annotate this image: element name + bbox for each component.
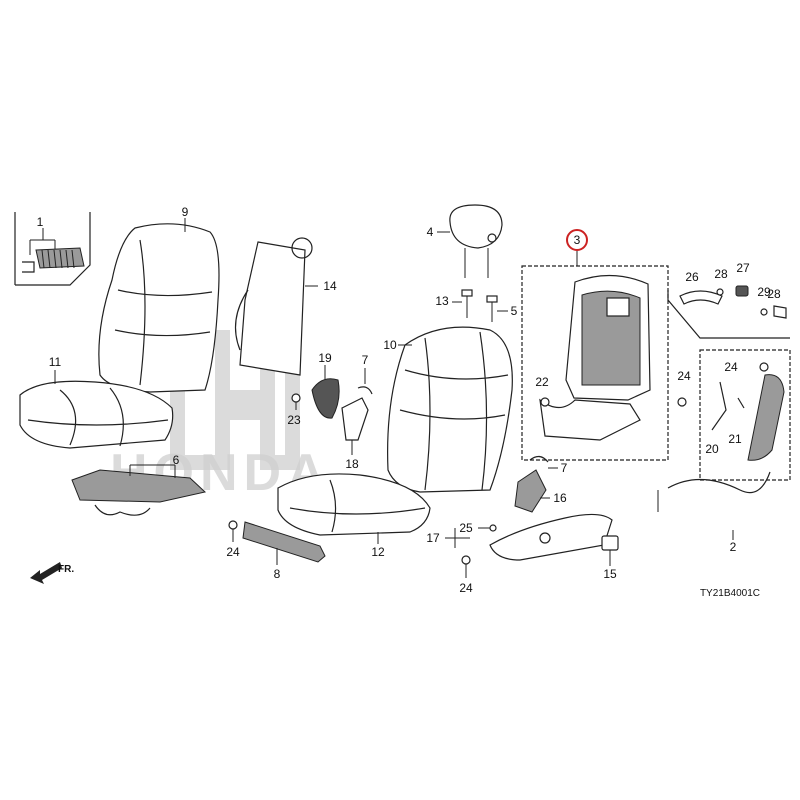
- direction-label: FR.: [58, 564, 74, 575]
- callout-28-a[interactable]: 27: [736, 261, 750, 275]
- part-7-clip-lower: [529, 455, 558, 469]
- parts-27-28-29-inset: [667, 285, 790, 339]
- part-24-bolt-d: [677, 397, 687, 407]
- callout-23[interactable]: 22: [535, 375, 549, 389]
- callout-18[interactable]: 17: [426, 531, 440, 545]
- callout-4[interactable]: 4: [427, 225, 434, 239]
- callout-20[interactable]: 19: [318, 351, 332, 365]
- callout-11[interactable]: 10: [383, 338, 397, 352]
- part-11-seatback: [387, 326, 513, 493]
- part-6-heater-pad: [71, 464, 207, 516]
- part-9-trim-strip: [242, 521, 326, 565]
- part-12-cushion-cover: [19, 370, 174, 449]
- callout-1[interactable]: 1: [37, 215, 44, 229]
- callout-13[interactable]: 12: [371, 545, 385, 559]
- part-5-guide: [486, 295, 508, 322]
- callout-9[interactable]: 8: [274, 567, 281, 581]
- callout-27[interactable]: 26: [685, 270, 699, 284]
- callout-19[interactable]: 18: [345, 457, 359, 471]
- callout-16[interactable]: 15: [603, 567, 617, 581]
- callout-29-a[interactable]: 28: [714, 267, 728, 281]
- callout-28-b[interactable]: 28: [767, 287, 781, 301]
- callout-7-lower[interactable]: 7: [561, 461, 568, 475]
- part-20-trim-cover: [311, 365, 340, 419]
- part-10-seatback-cover: [98, 218, 220, 393]
- callout-12[interactable]: 11: [49, 355, 62, 369]
- part-4-headrest: [437, 204, 503, 278]
- front-direction-arrow-icon: FR.: [30, 562, 74, 584]
- callout-3[interactable]: 3: [574, 233, 581, 247]
- callout-5[interactable]: 5: [511, 304, 518, 318]
- callout-6[interactable]: 6: [173, 453, 180, 467]
- callout-29-b[interactable]: 29: [757, 285, 771, 299]
- callout-24-d[interactable]: 24: [677, 369, 691, 383]
- part-23-screw: [540, 397, 550, 407]
- clip-stack: [41, 249, 75, 269]
- callout-7-upper[interactable]: 7: [362, 353, 369, 367]
- part-24-bolt-b: [228, 520, 238, 542]
- part-24-bolt-a: [291, 393, 301, 410]
- callout-15[interactable]: 14: [323, 279, 337, 293]
- part-3-highlight-ring: [566, 229, 588, 251]
- callout-24-c[interactable]: 24: [459, 581, 473, 595]
- part-1-inset: [14, 212, 91, 286]
- callout-22[interactable]: 21: [728, 432, 742, 446]
- callout-24-b[interactable]: 24: [226, 545, 240, 559]
- part-24-bolt-c: [461, 555, 471, 578]
- part-19-bracket: [341, 397, 369, 455]
- callout-10[interactable]: 9: [182, 205, 189, 219]
- callout-26[interactable]: 25: [459, 521, 473, 535]
- part-17-adjuster: [514, 469, 550, 513]
- part-7-clip-upper: [357, 368, 373, 395]
- callout-14[interactable]: 13: [435, 294, 449, 308]
- callout-21[interactable]: 20: [705, 442, 719, 456]
- callout-2[interactable]: 2: [730, 540, 737, 554]
- part-26-screw: [478, 524, 497, 532]
- callout-24-a[interactable]: 23: [287, 413, 301, 427]
- part-3-frame-box: [521, 250, 669, 461]
- part-15-frame-panel: [234, 237, 318, 376]
- callout-17[interactable]: 16: [553, 491, 567, 505]
- part-2-airbag-box: [657, 349, 791, 540]
- callout-25[interactable]: 24: [724, 360, 738, 374]
- part-14-guide: [452, 289, 473, 318]
- part-18-side-trim: [445, 513, 613, 561]
- part-13-cushion: [277, 473, 431, 544]
- diagram-code: TY21B4001C: [700, 588, 760, 599]
- part-16-cap: [601, 535, 619, 566]
